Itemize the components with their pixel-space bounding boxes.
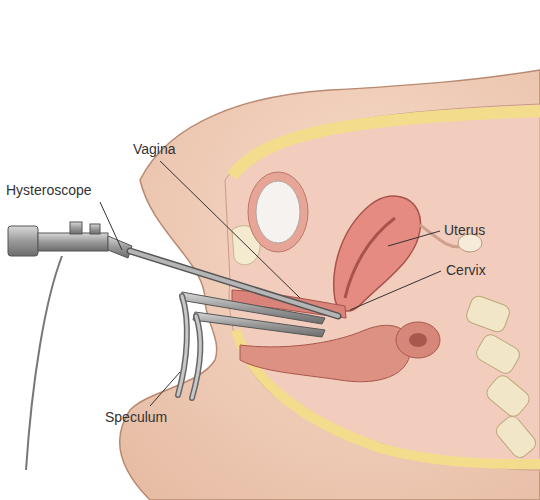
part-label: Hysteroscope [6, 182, 92, 199]
leader-lines [100, 161, 441, 406]
part-label: Uterus [444, 222, 485, 239]
part-label: Speculum [105, 409, 167, 426]
part-label: Cervix [446, 262, 486, 279]
part-label: Vagina [133, 141, 176, 158]
